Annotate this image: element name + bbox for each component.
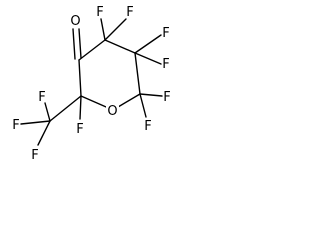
atom-cf3-fluorine-top: F	[38, 90, 45, 105]
atom-cf3-fluorine-left: F	[12, 118, 19, 133]
bond-c4-f-b	[104, 18, 127, 41]
atom-c5-fluorine-a: F	[162, 26, 169, 41]
bond-layer	[20, 18, 163, 146]
atom-ring-oxygen: O	[107, 104, 117, 119]
bond-c5-c6	[134, 52, 141, 95]
atom-oxo-oxygen: O	[70, 14, 80, 29]
atom-c2-fluorine: F	[76, 122, 83, 137]
atom-c6-fluorine-a: F	[163, 90, 170, 105]
atom-label-layer: O O F F F F F F F F F F	[12, 5, 170, 163]
atom-c5-fluorine-b: F	[162, 57, 169, 72]
atom-c4-fluorine-b: F	[126, 5, 133, 20]
bond-c6-f-a	[139, 93, 163, 97]
bond-c3-c4	[78, 39, 106, 61]
atom-c6-fluorine-b: F	[144, 119, 151, 134]
structure-diagram: O O F F F F F F F F F F	[0, 0, 194, 172]
bond-cf3-f-top	[44, 102, 51, 122]
molecule-drawing: O O F F F F F F F F F F	[12, 5, 170, 163]
bond-c2-c3	[78, 59, 82, 97]
bond-c4-f-a	[100, 18, 106, 41]
atom-cf3-fluorine-bottom: F	[31, 148, 38, 163]
bond-cf3-f-bottom	[37, 120, 51, 146]
bond-c6-f-b	[139, 93, 147, 118]
bond-cf3-f-left	[20, 120, 51, 125]
bond-c3-oxo-b	[78, 28, 82, 59]
bond-c3-oxo-a	[72, 28, 76, 60]
atom-c4-fluorine-a: F	[96, 5, 103, 20]
bond-c2-cf3	[49, 95, 82, 122]
bond-c2-f	[79, 95, 82, 120]
bond-c4-c5	[104, 39, 136, 54]
bond-c5-f-b	[134, 52, 162, 65]
bond-c5-f-a	[134, 34, 162, 54]
